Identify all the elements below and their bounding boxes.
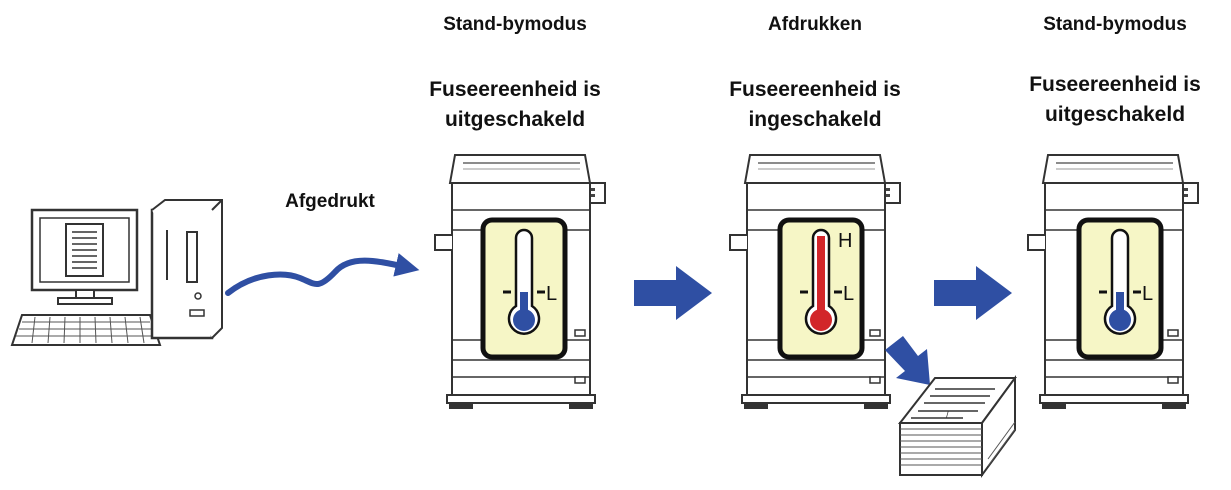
thermometer-low-icon (480, 217, 568, 360)
printed-paper-stack-icon (897, 374, 1017, 479)
output-arrow-icon (885, 336, 930, 385)
stage3-state-line1: Fuseereenheid is (1029, 73, 1201, 96)
computer-icon (10, 199, 223, 346)
send-arrow-icon (225, 253, 420, 296)
stage1-state-line2: uitgeschakeld (444, 108, 586, 131)
thermo2-low-mark: L (843, 283, 854, 305)
stage1-mode-label: Stand-bymodus (443, 14, 587, 35)
stage2-mode-label: Afdrukken (768, 14, 862, 35)
thermo3-low-mark: L (1142, 283, 1153, 305)
stage2-state-line2: ingeschakeld (748, 108, 882, 131)
thermometer-high-icon (777, 217, 865, 360)
sent-label: Afgedrukt (285, 191, 375, 212)
transition-arrow-icon (634, 266, 712, 320)
stage3-state-line2: uitgeschakeld (1044, 103, 1186, 126)
thermo2-high-mark: H (838, 230, 852, 252)
paper-page-mark: / (946, 410, 949, 420)
stage2-state-line1: Fuseereenheid is (729, 78, 901, 101)
stage3-mode-label: Stand-bymodus (1043, 14, 1187, 35)
transition-arrow-icon (934, 266, 1012, 320)
thermometer-low-icon (1076, 217, 1164, 360)
stage1-state-line1: Fuseereenheid is (429, 78, 601, 101)
thermo1-low-mark: L (546, 283, 557, 305)
